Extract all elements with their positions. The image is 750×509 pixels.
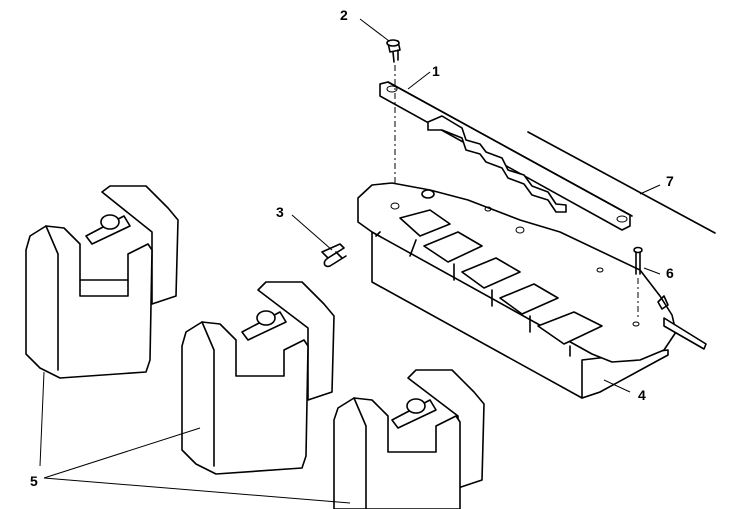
leader-lines (39, 18, 661, 504)
pin-clip-part-3 (321, 243, 347, 268)
callout-1: 1 (432, 63, 440, 79)
weight-part-5-left (25, 185, 179, 379)
reference-line-part-7 (527, 131, 716, 234)
callout-3: 3 (276, 204, 284, 220)
weight-part-5-right (333, 369, 485, 509)
bracket-bar-part-1 (379, 81, 633, 231)
callout-7: 7 (666, 173, 674, 189)
callout-5: 5 (30, 473, 38, 489)
callout-4: 4 (638, 387, 646, 403)
weight-frame-part-4 (357, 182, 707, 399)
bolt-part-2 (386, 39, 401, 63)
callout-2: 2 (340, 7, 348, 23)
callout-6: 6 (666, 265, 674, 281)
weight-part-5-middle (181, 281, 335, 475)
bolt-part-6 (633, 246, 643, 275)
